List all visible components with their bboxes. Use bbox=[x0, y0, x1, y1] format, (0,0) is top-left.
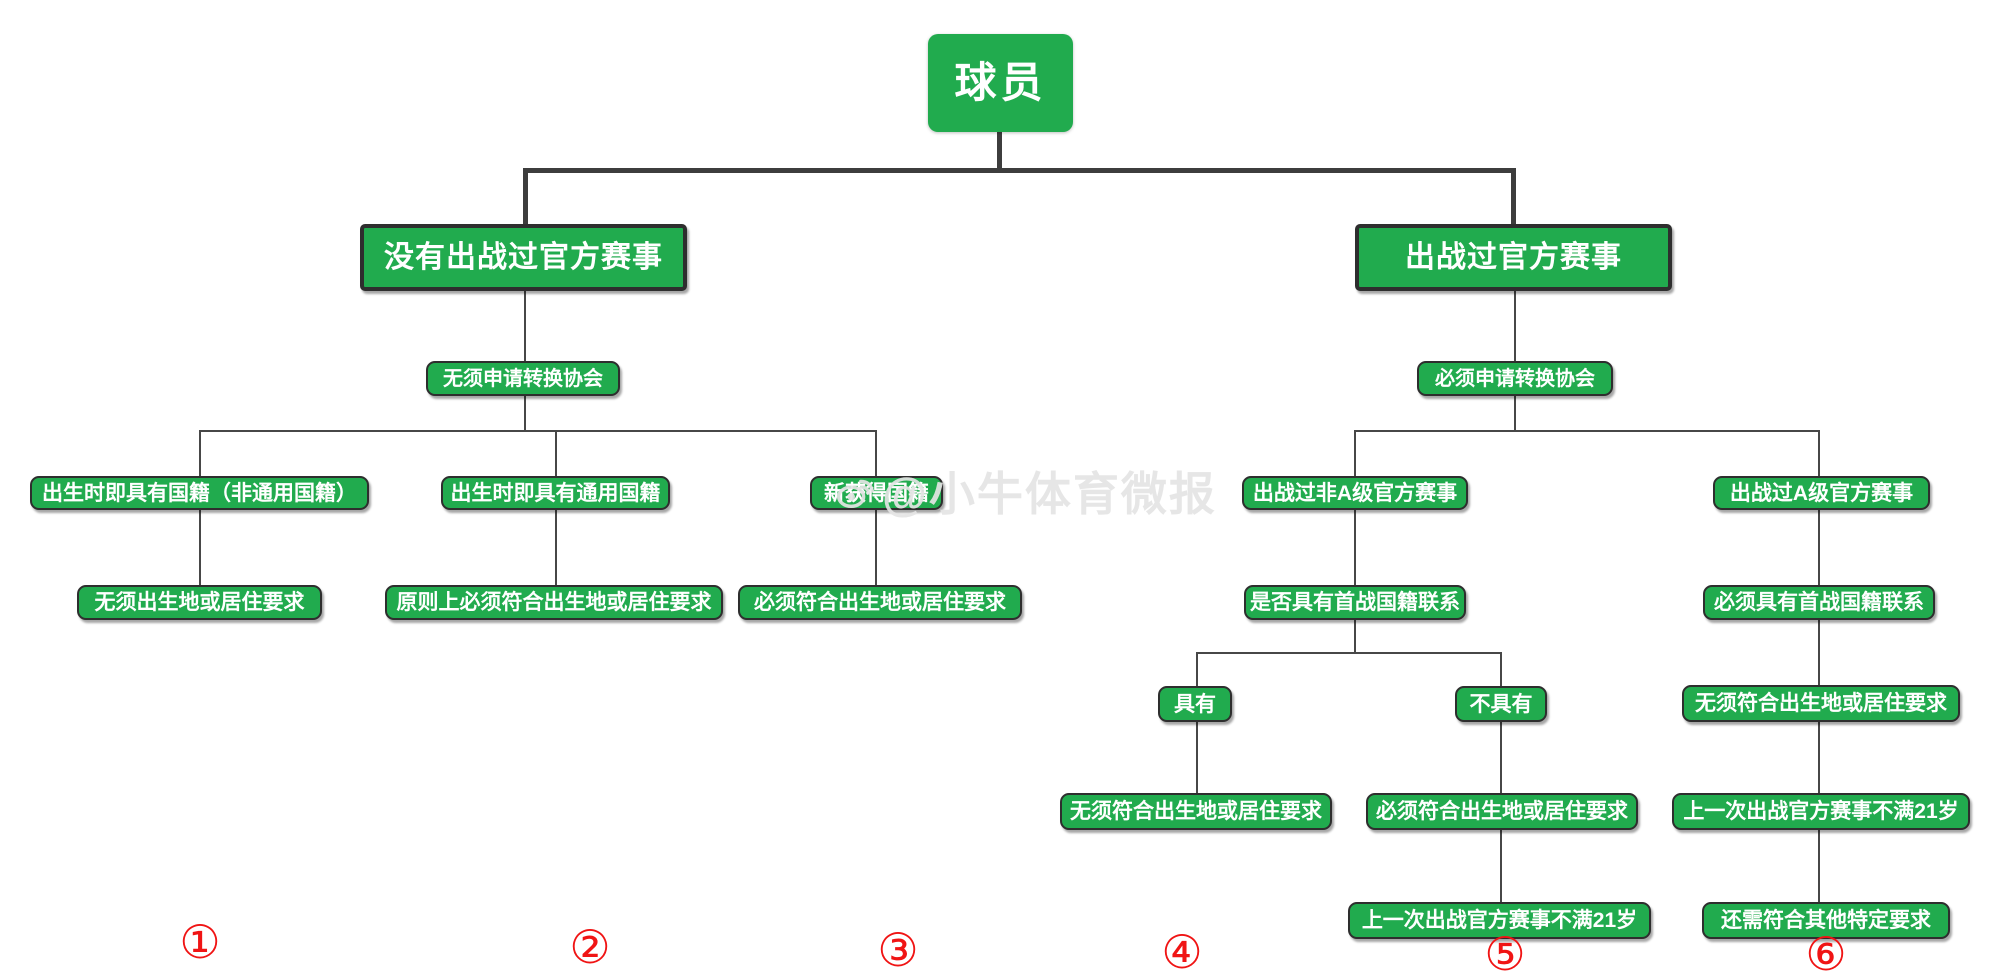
connector-line bbox=[1500, 652, 1502, 686]
node-no-birthplace-residency-req: 无须出生地或居住要求 bbox=[77, 585, 322, 620]
connector-line bbox=[1818, 510, 1820, 585]
connector-line bbox=[523, 168, 528, 224]
connector-line bbox=[555, 510, 557, 585]
node-other-specific-requirements: 还需符合其他特定要求 bbox=[1702, 902, 1950, 939]
footnote-number-6: ⑥ bbox=[1805, 929, 1847, 971]
connector-line bbox=[1354, 620, 1356, 652]
connector-line bbox=[1818, 430, 1820, 476]
footnote-number-3: ③ bbox=[877, 925, 919, 971]
footnote-number-4: ④ bbox=[1161, 927, 1203, 971]
node-must-have-first-match-nationality: 必须具有首战国籍联系 bbox=[1703, 585, 1935, 620]
node-no-must-meet-birthplace-residency-req: 必须符合出生地或居住要求 bbox=[1366, 793, 1638, 830]
connector-line bbox=[1500, 722, 1502, 793]
connector-line bbox=[1196, 652, 1198, 686]
connector-line bbox=[997, 131, 1002, 171]
node-player: 球员 bbox=[928, 34, 1073, 132]
connector-line bbox=[1196, 722, 1198, 793]
connector-line bbox=[523, 168, 1516, 173]
node-a-level-no-birthplace-residency-req: 无须符合出生地或居住要求 bbox=[1682, 685, 1960, 722]
footnote-number-1: ① bbox=[179, 917, 221, 968]
node-birth-nationality-common: 出生时即具有通用国籍 bbox=[441, 476, 670, 510]
connector-line bbox=[524, 291, 526, 361]
connector-line bbox=[199, 510, 201, 585]
connector-line bbox=[1511, 168, 1516, 224]
node-played-official: 出战过官方赛事 bbox=[1355, 224, 1672, 291]
node-yes-no-birthplace-residency-req: 无须符合出生地或居住要求 bbox=[1060, 793, 1332, 830]
footnote-number-5: ⑤ bbox=[1484, 929, 1526, 971]
connector-line bbox=[524, 396, 526, 430]
connector-line bbox=[875, 510, 877, 585]
node-no-association-change-needed: 无须申请转换协会 bbox=[426, 361, 620, 396]
footnote-number-2: ② bbox=[569, 922, 611, 971]
connector-line bbox=[1514, 291, 1516, 361]
node-must-meet-birthplace-residency-req: 必须符合出生地或居住要求 bbox=[738, 585, 1022, 620]
connector-line bbox=[199, 430, 201, 476]
node-played-non-a-level: 出战过非A级官方赛事 bbox=[1242, 476, 1468, 510]
connector-line bbox=[1354, 430, 1356, 476]
connector-line bbox=[1818, 830, 1820, 902]
connector-line bbox=[199, 430, 876, 432]
connector-line bbox=[1500, 830, 1502, 902]
node-has-link: 具有 bbox=[1158, 686, 1232, 722]
connector-line bbox=[1354, 430, 1820, 432]
connector-line bbox=[1514, 396, 1516, 430]
node-first-match-nationality-question: 是否具有首战国籍联系 bbox=[1244, 585, 1466, 620]
node-birth-nationality-non-common: 出生时即具有国籍（非通用国籍） bbox=[30, 476, 369, 510]
node-never-played-official: 没有出战过官方赛事 bbox=[360, 224, 687, 291]
node-a-level-last-match-under-21: 上一次出战官方赛事不满21岁 bbox=[1672, 793, 1970, 830]
connector-line bbox=[555, 430, 557, 476]
connector-line bbox=[1354, 510, 1356, 585]
connector-line bbox=[875, 430, 877, 476]
node-in-principle-birthplace-residency-req: 原则上必须符合出生地或居住要求 bbox=[385, 585, 723, 620]
node-played-a-level: 出战过A级官方赛事 bbox=[1713, 476, 1930, 510]
node-newly-acquired-nationality: 新获得国籍 bbox=[810, 476, 943, 510]
connector-line bbox=[1818, 722, 1820, 793]
node-no-last-match-under-21: 上一次出战官方赛事不满21岁 bbox=[1348, 902, 1651, 939]
node-must-apply-association-change: 必须申请转换协会 bbox=[1417, 361, 1613, 396]
connector-line bbox=[1818, 620, 1820, 685]
node-no-link: 不具有 bbox=[1455, 686, 1547, 722]
connector-line bbox=[1196, 652, 1502, 654]
